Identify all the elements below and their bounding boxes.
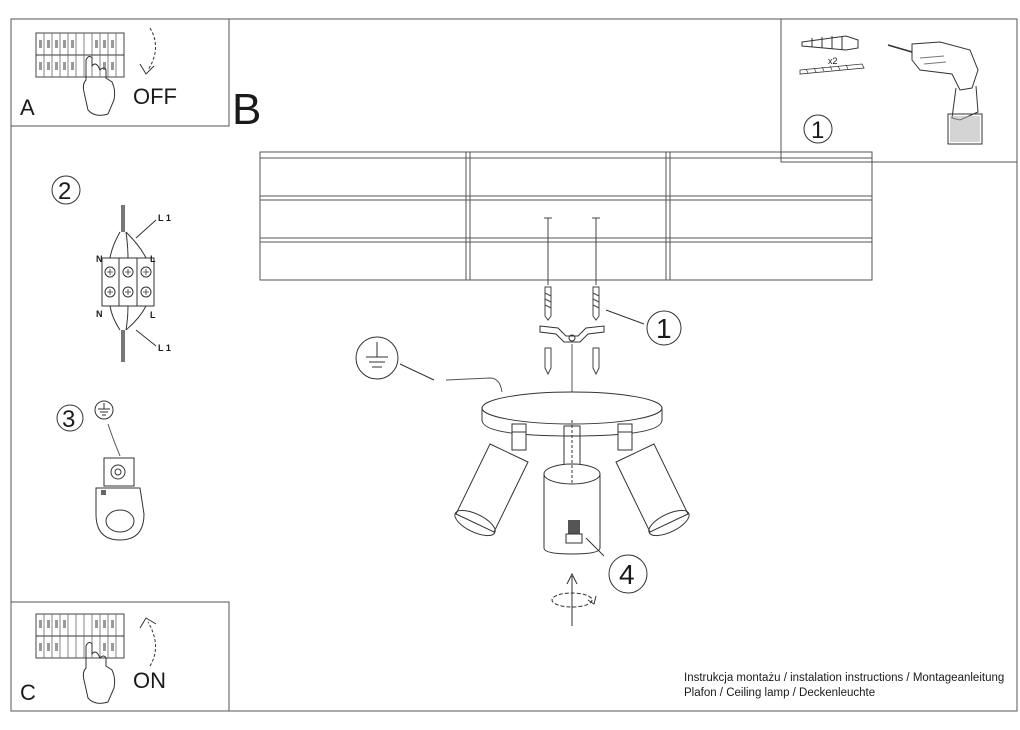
wire-label-l1-bottom: L 1 (158, 343, 171, 353)
spotlight-icon (543, 420, 601, 555)
wire-label-n-top: N (96, 254, 103, 264)
wire-label-n-bottom: N (96, 309, 103, 319)
hand-icon (82, 641, 116, 704)
ground-clamp-icon (95, 457, 145, 541)
step-circle (56, 404, 84, 432)
callout-line (399, 363, 435, 381)
terminal-block-icon (101, 205, 157, 362)
panel-c-letter: C (20, 680, 36, 705)
panel-a-letter: A (20, 95, 35, 120)
ground-symbol-icon (94, 400, 114, 420)
wire-label-l-bottom: L (150, 310, 156, 320)
step-number-ground: 3 (62, 406, 75, 433)
wire-label-l-top: L (150, 254, 156, 264)
wall-plug-icon (801, 35, 859, 51)
screw-icon (799, 63, 865, 75)
hand-icon (82, 55, 116, 116)
wire-label-l1-top: L 1 (158, 213, 171, 223)
bulb-socket-icon (565, 520, 583, 544)
multiplier-label: x2 (828, 56, 838, 66)
curved-arrow-icon (147, 621, 156, 667)
spotlight-icon (454, 423, 529, 537)
step-circle (646, 310, 682, 346)
breaker-panel-icon (35, 613, 125, 659)
step-circle (51, 175, 81, 205)
callout-line (605, 309, 645, 325)
off-label: OFF (133, 84, 177, 109)
step-number-wiring: 2 (58, 178, 71, 205)
panel-b-letter: B (232, 85, 261, 134)
step-number-mount: 1 (656, 313, 672, 344)
ceiling-base (481, 391, 663, 437)
ground-symbol-icon (355, 336, 399, 380)
panel-drill (780, 18, 1018, 163)
step-circle (608, 554, 648, 594)
step-number-bulb: 4 (619, 559, 635, 590)
panel-c (10, 601, 230, 712)
step-number-drill: 1 (811, 117, 824, 144)
ground-wire (445, 377, 503, 393)
panel-a (10, 18, 230, 127)
spotlight-icon (615, 423, 690, 537)
rotate-arrow-icon (551, 572, 597, 626)
step-circle (803, 114, 833, 144)
ground-wire (107, 423, 121, 457)
callout-line (585, 537, 605, 557)
mounting-bracket-icon (539, 325, 605, 343)
drill-icon (887, 41, 983, 145)
footer-line-2: Plafon / Ceiling lamp / Deckenleuchte (684, 687, 875, 699)
mounting-screws (544, 217, 600, 376)
ceiling-panel (259, 151, 873, 281)
sheet-border (10, 18, 1018, 712)
on-label: ON (133, 668, 166, 693)
breaker-panel-icon (35, 32, 125, 78)
curved-arrow-icon (147, 27, 156, 71)
footer-line-1: Instrukcja montażu / instalation instruc… (684, 672, 1004, 684)
